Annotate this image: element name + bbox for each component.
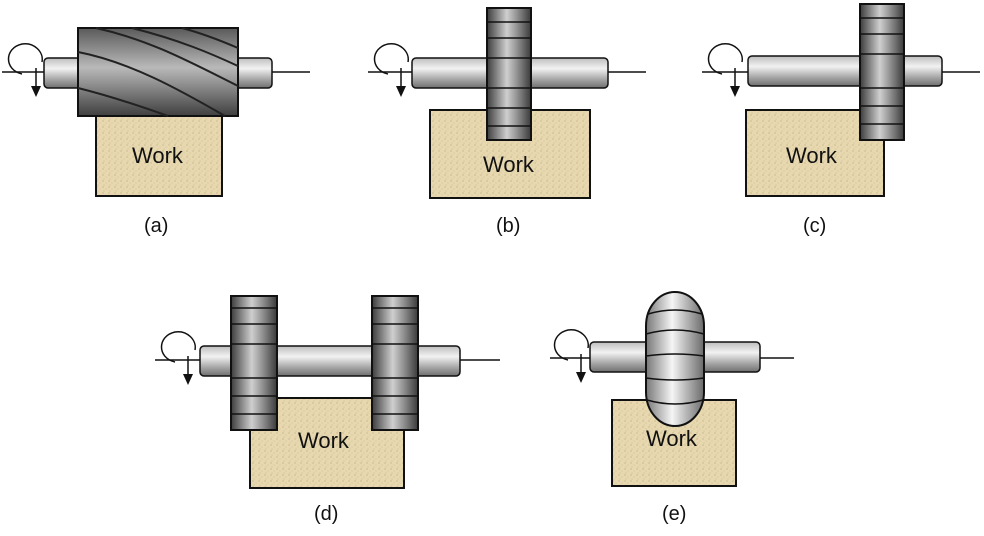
workpiece xyxy=(745,109,885,197)
helical-cutter xyxy=(77,27,239,117)
work-label: Work xyxy=(298,428,350,453)
work-label: Work xyxy=(132,143,184,168)
work-label: Work xyxy=(646,426,698,451)
work-label: Work xyxy=(786,143,838,168)
rotation-arrow-icon xyxy=(7,43,43,75)
figure-b: Work (b) xyxy=(368,7,646,237)
figure-e: Work (e) xyxy=(550,291,794,525)
slotting-cutter xyxy=(486,7,532,141)
figure-a: Work (a) xyxy=(2,27,310,237)
figure-caption: (b) xyxy=(496,215,520,237)
figure-caption: (d) xyxy=(314,503,338,525)
rotation-arrow-icon xyxy=(553,329,589,361)
rotation-arrow-icon xyxy=(707,43,743,75)
figure-c: Work (c) xyxy=(702,3,980,237)
figure-d: Work (d) xyxy=(155,295,500,525)
straddle-cutter-left xyxy=(230,295,278,431)
convex-cutter xyxy=(645,291,705,427)
figure-caption: (c) xyxy=(803,215,826,237)
rotation-arrow-icon xyxy=(373,43,409,75)
arbor-shaft xyxy=(747,55,943,87)
figure-caption: (a) xyxy=(144,215,168,237)
work-label: Work xyxy=(483,152,535,177)
workpiece xyxy=(95,113,223,197)
figure-caption: (e) xyxy=(662,503,686,525)
straddle-cutter-right xyxy=(371,295,419,431)
side-cutter xyxy=(859,3,905,141)
rotation-arrow-icon xyxy=(160,331,196,363)
